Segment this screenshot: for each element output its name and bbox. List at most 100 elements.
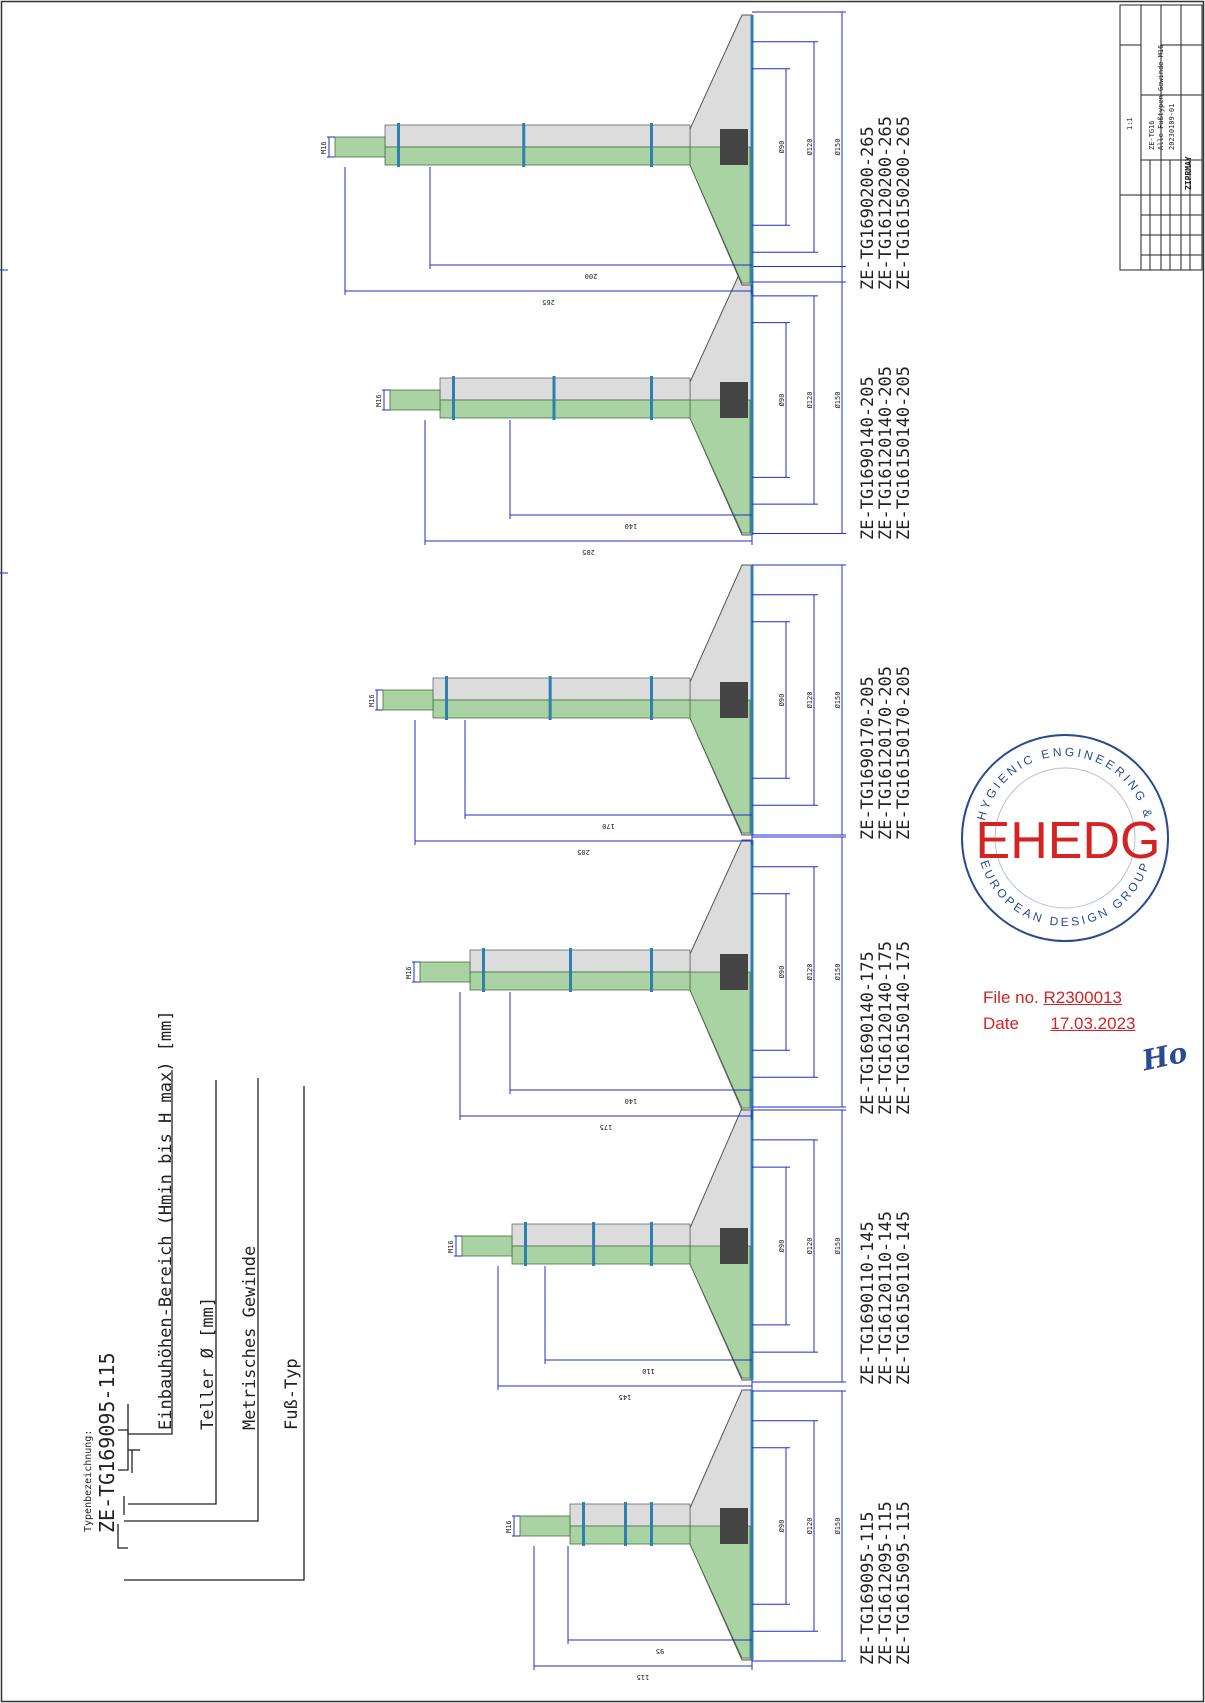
threaded-tip (519, 1515, 571, 1537)
seal-ring (482, 948, 485, 992)
hmax-label: 115 (637, 1673, 650, 1681)
variant-code: ZE-TG16150140-205 (894, 366, 914, 540)
spindle-section (469, 971, 691, 991)
seal-ring (552, 376, 556, 420)
seal-ring (452, 376, 455, 420)
stamp-date-label: Date (983, 1014, 1019, 1033)
joint-block (720, 1228, 748, 1264)
thread-label: M16 (447, 1240, 455, 1253)
hmax-label: 265 (542, 298, 555, 306)
hmin-label: 170 (602, 822, 615, 830)
variant-code: ZE-TG16150200-265 (894, 116, 914, 290)
stamp-file-info: File no. R2300013 Date 17.03.2023 (983, 985, 1135, 1037)
title-block-drawing-no: ZE-TG16 (1148, 120, 1156, 150)
variant-code: ZE-TG16120170-205 (876, 666, 896, 840)
stamp-file-number: R2300013 (1043, 988, 1122, 1007)
diameter-90-label: Ø90 (778, 966, 786, 979)
seal-ring (650, 676, 653, 720)
hmin-label: 140 (625, 522, 638, 530)
variant-code: ZE-TG1615095-115 (894, 1501, 914, 1665)
joint-block (720, 129, 748, 165)
spindle-section (569, 1525, 691, 1545)
variant-code: ZE-TG1690140-205 (858, 376, 878, 540)
threaded-tip (461, 1235, 513, 1257)
spindle-body (511, 1223, 691, 1247)
spindle-body (384, 124, 691, 148)
title-block (1119, 4, 1203, 271)
diameter-90-label: Ø90 (778, 1240, 786, 1253)
legend-caption: Typenbezeichnung: (83, 1429, 94, 1532)
spindle-body (569, 1503, 691, 1527)
title-block-scale: 1:1 (1126, 117, 1134, 130)
spindle-section (384, 146, 691, 166)
diameter-150-label: Ø150 (834, 964, 842, 981)
joint-block (720, 1508, 748, 1544)
thread-label: M16 (320, 141, 328, 154)
variant-code: ZE-TG1612095-115 (876, 1501, 896, 1665)
foot-plate-section (689, 1525, 751, 1659)
diameter-120-label: Ø120 (806, 692, 814, 709)
title-block-company: ZIPRMAY (1184, 156, 1193, 190)
foot-plate-section (689, 699, 751, 834)
variant-code: ZE-TG16150170-205 (894, 666, 914, 840)
diameter-150-label: Ø150 (834, 392, 842, 409)
diameter-90-label: Ø90 (778, 394, 786, 407)
seal-ring (548, 676, 552, 720)
legend-field-height-range: Einbauhöhen-Bereich (Hmin bis H max) [mm… (156, 1010, 176, 1430)
variant-code: ZE-TG1690170-205 (858, 676, 878, 840)
legend-leader-lines (117, 1070, 305, 1581)
hmin-label: 140 (625, 1097, 638, 1105)
joint-block (720, 954, 748, 990)
seal-ring (592, 1222, 596, 1266)
stamp-logo: EHEDG (976, 812, 1161, 870)
diameter-120-label: Ø120 (806, 1238, 814, 1255)
seal-ring (582, 1502, 585, 1546)
joint-block (720, 382, 748, 418)
seal-ring (650, 1502, 653, 1546)
ehedg-stamp: HYGIENIC ENGINEERING & EUROPEAN DESIGN G… (961, 734, 1169, 942)
spindle-section (511, 1245, 691, 1265)
diameter-120-label: Ø120 (806, 392, 814, 409)
foot-plate-section (689, 146, 751, 284)
foot-plate-section (689, 971, 751, 1109)
title-block-description: Alle Fußtypen Gewinde M16 (1157, 44, 1165, 150)
seal-ring (397, 123, 400, 167)
diameter-120-label: Ø120 (806, 139, 814, 156)
seal-ring (524, 1222, 527, 1266)
spindle-body (469, 949, 691, 973)
threaded-tip (334, 136, 386, 158)
variant-code: ZE-TG16120140-175 (876, 941, 896, 1115)
seal-ring (650, 948, 653, 992)
thread-label: M16 (368, 694, 376, 707)
hmax-label: 205 (577, 848, 590, 856)
variant-code: ZE-TG16120200-265 (876, 116, 896, 290)
diameter-90-label: Ø90 (778, 694, 786, 707)
variant-code: ZE-TG16120140-205 (876, 366, 896, 540)
foot-plate-section (689, 399, 751, 534)
seal-ring (569, 948, 572, 992)
variant-code: ZE-TG1690140-175 (858, 951, 878, 1115)
stamp-file-label: File no. (983, 988, 1039, 1007)
seal-ring (650, 376, 653, 420)
diameter-90-label: Ø90 (778, 141, 786, 154)
stamp-file-row: File no. R2300013 (983, 985, 1135, 1011)
threaded-tip (419, 961, 471, 983)
joint-block (720, 682, 748, 718)
thread-label: M16 (405, 966, 413, 979)
legend-type-code: ZE-TG169095-115 (95, 1352, 119, 1533)
diameter-150-label: Ø150 (834, 1238, 842, 1255)
seal-ring (650, 1222, 653, 1266)
diameter-150-label: Ø150 (834, 1518, 842, 1535)
stamp-date-value: 17.03.2023 (1050, 1014, 1136, 1033)
variant-code: ZE-TG1690200-265 (858, 126, 878, 290)
thread-label: M16 (505, 1520, 513, 1533)
hmax-label: 145 (619, 1393, 632, 1401)
hmin-label: 95 (656, 1647, 664, 1655)
